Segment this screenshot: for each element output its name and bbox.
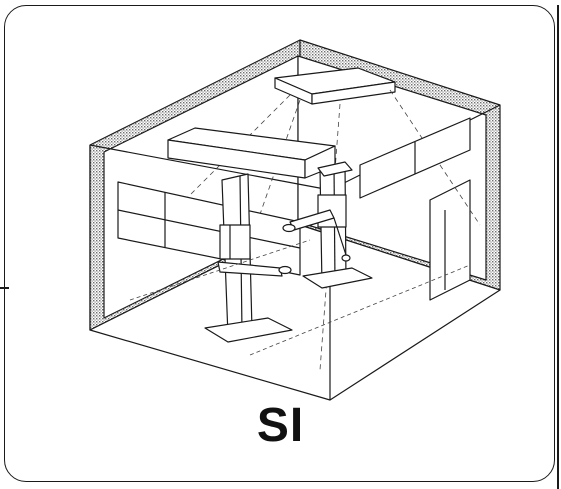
base-plate-right — [302, 267, 373, 289]
base-plate-left — [204, 317, 293, 343]
doorway — [429, 179, 471, 301]
page-edge-line — [557, 5, 559, 489]
figure-caption: SI — [256, 399, 305, 452]
left-margin-tick — [0, 287, 9, 289]
lift-arm-left — [217, 261, 283, 277]
